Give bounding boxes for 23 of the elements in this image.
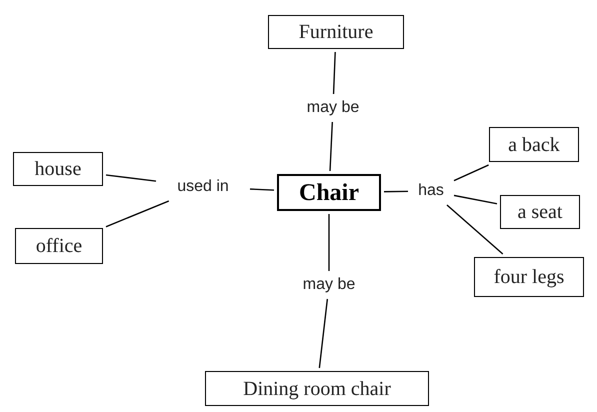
link-phrase: used in (158, 175, 248, 199)
concept-box: a seat (500, 195, 580, 229)
connector-line (332, 52, 336, 94)
connector-line (384, 190, 408, 192)
concept-box: Chair (277, 174, 381, 211)
link-phrase: has (410, 179, 452, 203)
link-phrase: may be (288, 273, 370, 297)
link-phrase: may be (292, 96, 374, 120)
concept-box: Dining room chair (205, 371, 429, 406)
connector-line (318, 298, 328, 368)
concept-box: four legs (474, 257, 584, 297)
concept-box: office (15, 228, 103, 264)
connector-line (250, 188, 274, 191)
connector-line (446, 204, 504, 254)
connector-line (454, 164, 489, 182)
connector-line (106, 200, 170, 228)
concept-box: Furniture (268, 15, 404, 49)
concept-box: house (13, 152, 103, 186)
connector-line (329, 122, 333, 172)
connector-line (328, 214, 330, 271)
connector-line (106, 174, 156, 182)
concept-box: a back (489, 127, 579, 162)
connector-line (454, 194, 498, 204)
